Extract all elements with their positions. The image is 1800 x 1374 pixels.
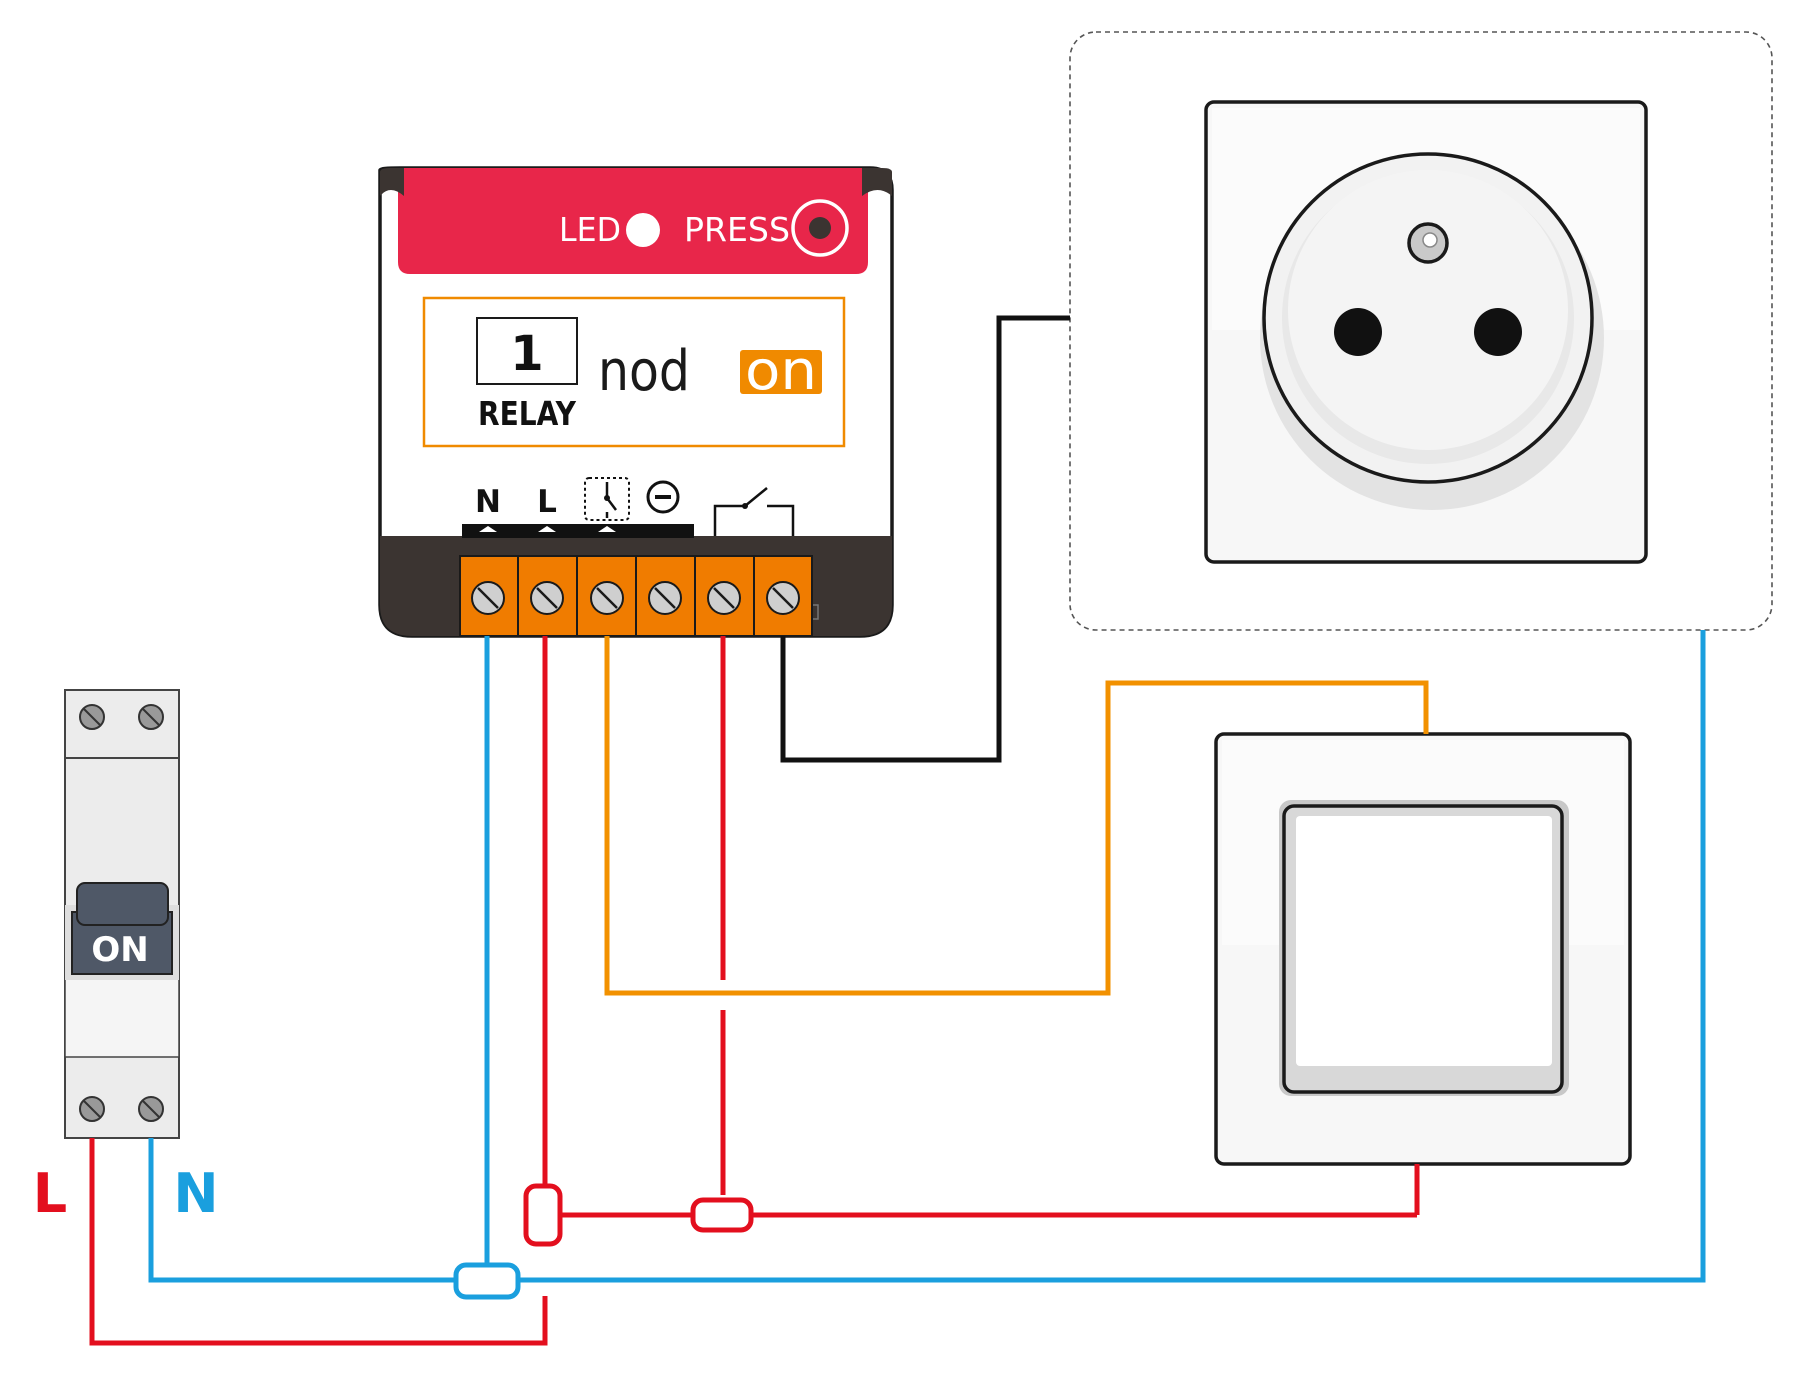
channel-number-box [476,317,578,385]
neutral-feed-wire [148,630,1706,1283]
relay-label-frame [422,296,846,448]
product-label: RELAY [478,394,577,433]
led-indicator-icon [626,213,660,247]
terminal-screw-icon [590,581,624,615]
live-wire-connector [523,1183,563,1247]
brand-logo: nod on [598,339,822,404]
terminal-screw-icon [79,704,105,730]
switch-input-wire [604,636,1429,996]
live-feed-wire [89,1138,548,1346]
minus-terminal-icon [646,480,680,514]
line-label: L [33,1162,67,1225]
terminal-screw-icon [471,581,505,615]
terminal-screw-icon [648,581,682,615]
press-button-icon[interactable] [791,199,849,257]
terminal-screw-icon [138,1096,164,1122]
brand-prefix: nod [598,339,690,404]
terminal-label-n: N [475,484,501,520]
socket-hole-right-icon [1474,308,1522,356]
switch-input-icon [584,477,630,521]
circuit-breaker: ON [64,689,180,1139]
terminal-bar [462,524,694,538]
channel-number: 1 [510,326,543,382]
relay-contact-icon [713,487,795,536]
breaker-toggle[interactable] [76,882,169,926]
live-branch-connector [690,1197,754,1233]
brand-suffix: on [745,339,817,402]
neutral-wire-connector [453,1262,521,1300]
press-label: PRESS [684,210,790,249]
socket-hole-left-icon [1334,308,1382,356]
terminal-screw-icon [79,1096,105,1122]
terminal-screw-icon [530,581,564,615]
relay-module: LED PRESS 1 RELAY nod on N L [378,166,894,638]
terminal-screw-icon [766,581,800,615]
wires [89,315,1706,1346]
neutral-label: N [173,1162,218,1225]
socket-dashed-frame [1069,31,1773,631]
output-wire-to-socket [780,315,1070,763]
terminal-screw-icon [138,704,164,730]
socket-outlet [1069,31,1773,631]
led-label: LED [559,210,621,249]
terminal-label-l: L [537,484,557,520]
wall-switch [1214,732,1632,1166]
terminal-screw-icon [707,581,741,615]
breaker-state-label: ON [91,930,148,970]
terminal-block [459,555,813,637]
